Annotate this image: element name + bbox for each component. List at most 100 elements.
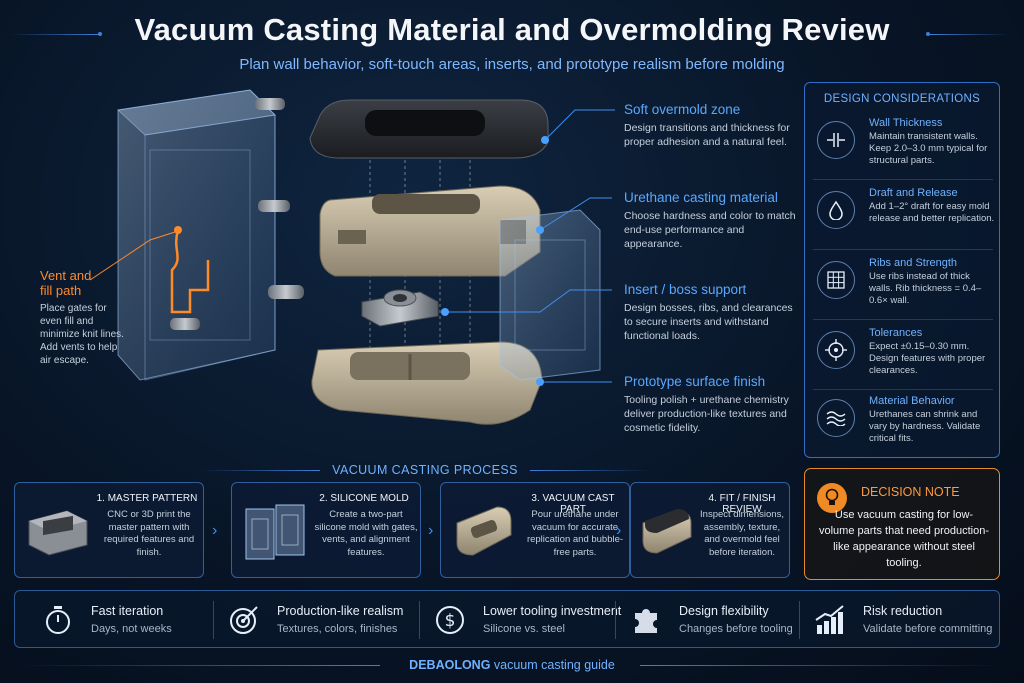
silicone-mold-image: [245, 504, 305, 560]
dc-item-tolerances: Tolerances Expect ±0.15–0.30 mm. Design …: [813, 323, 993, 389]
chart-up-icon: [815, 605, 844, 634]
callout-title: Soft overmold zone: [624, 102, 741, 117]
process-step-silicone-mold: 2. SILICONE MOLD Create a two-part silic…: [231, 482, 421, 578]
vent-fill-callout: Vent and fill path Place gates for even …: [40, 268, 130, 367]
grid-icon: [817, 261, 855, 299]
svg-text:$: $: [445, 611, 456, 631]
benefit-body: Silicone vs. steel: [483, 623, 565, 635]
header-line-left: [10, 34, 100, 35]
dc-item-title: Draft and Release: [869, 187, 958, 199]
dc-item-body: Expect ±0.15–0.30 mm. Design features wi…: [869, 341, 986, 376]
process-line-left: [200, 470, 320, 471]
header-line-right: [930, 34, 1010, 35]
process-step-fit-finish: 4. FIT / FINISH REVIEW Inspect dimension…: [630, 482, 790, 578]
crosshair-icon: [817, 331, 855, 369]
step-body: Inspect dimensions, assembly, texture, a…: [700, 509, 784, 558]
benefit-divider: [419, 601, 420, 639]
benefit-title: Risk reduction: [863, 604, 943, 618]
dc-item-wall-thickness: Wall Thickness Maintain transistent wall…: [813, 113, 993, 179]
vent-title-line2: fill path: [40, 283, 82, 298]
dc-divider: [813, 179, 993, 180]
callout-surface-finish: Prototype surface finish Tooling polish …: [624, 374, 796, 435]
lightbulb-icon: [817, 483, 847, 513]
vacuum-cast-part-image: [456, 506, 512, 556]
dc-item-ribs-strength: Ribs and Strength Use ribs instead of th…: [813, 253, 993, 319]
dc-item-material-behavior: Material Behavior Urethanes can shrink a…: [813, 391, 993, 457]
dc-item-body: Maintain transistent walls. Keep 2.0–3.0…: [869, 131, 988, 166]
header-dot-right: [926, 32, 930, 36]
step-title: 2. SILICONE MOLD: [319, 493, 409, 504]
dollar-icon: $: [436, 606, 464, 634]
callout-title: Prototype surface finish: [624, 374, 766, 389]
footer-line-left: [20, 665, 380, 666]
step-title: 1. MASTER PATTERN: [96, 493, 198, 504]
dc-divider: [813, 249, 993, 250]
master-pattern-image: [28, 510, 88, 556]
page-subtitle: Plan wall behavior, soft-touch areas, in…: [239, 56, 785, 73]
step-title: 4. FIT / FINISH REVIEW: [708, 493, 776, 515]
footer-brand: DEBAOLONG: [409, 658, 491, 672]
process-step-master-pattern: 1. MASTER PATTERN CNC or 3D print the ma…: [14, 482, 204, 578]
dc-item-title: Material Behavior: [869, 395, 955, 407]
benefit-title: Fast iteration: [91, 604, 164, 618]
callout-soft-overmold: Soft overmold zone Design transitions an…: [624, 102, 794, 149]
chevron-right-icon: ›: [616, 522, 622, 539]
header-dot-left: [98, 32, 102, 36]
chevron-right-icon: ›: [428, 522, 434, 539]
dc-item-body: Urethanes can shrink and vary by hardnes…: [869, 409, 981, 444]
dc-item-body: Use ribs instead of thick walls. Rib thi…: [869, 271, 982, 306]
step-title: 3. VACUUM CAST PART: [531, 493, 615, 515]
benefit-body: Validate before committing: [863, 623, 993, 635]
decision-body: Use vacuum casting for low-volume parts …: [819, 509, 989, 569]
step-body: CNC or 3D print the master pattern with …: [103, 509, 195, 558]
footer-credit: DEBAOLONG vacuum casting guide: [0, 658, 1024, 672]
callout-body: Tooling polish + urethane chemistry deli…: [624, 394, 789, 434]
callout-body: Design transitions and thickness for pro…: [624, 122, 790, 148]
process-step-vacuum-cast: 3. VACUUM CAST PART Pour urethane under …: [440, 482, 630, 578]
step-body: Create a two-part silicone mold with gat…: [314, 509, 418, 558]
benefit-title: Design flexibility: [679, 604, 769, 618]
dc-item-body: Add 1–2° draft for easy mold release and…: [869, 201, 995, 224]
vent-body: Place gates for even fill and minimize k…: [40, 303, 124, 366]
page-title: Vacuum Casting Material and Overmolding …: [134, 12, 890, 47]
benefit-body: Days, not weeks: [91, 623, 172, 635]
callout-insert-boss: Insert / boss support Design bosses, rib…: [624, 282, 796, 343]
vent-title-line1: Vent and: [40, 268, 92, 283]
dc-divider: [813, 319, 993, 320]
benefit-title: Production-like realism: [277, 604, 404, 618]
benefit-divider: [615, 601, 616, 639]
soft-overmold-grip: [309, 99, 549, 159]
puzzle-icon: [635, 609, 657, 633]
dc-item-title: Tolerances: [869, 327, 923, 339]
dc-divider: [813, 389, 993, 390]
dc-item-title: Ribs and Strength: [869, 257, 958, 269]
silicone-mold-right: [499, 209, 601, 381]
exploded-assembly-illustration: [89, 89, 615, 425]
process-title: VACUUM CASTING PROCESS: [332, 463, 518, 477]
dc-item-title: Wall Thickness: [869, 117, 943, 129]
design-considerations-title: DESIGN CONSIDERATIONS: [823, 93, 981, 105]
step-body: Pour urethane under vacuum for accurate …: [526, 509, 624, 558]
callout-connectors: [89, 109, 615, 383]
callout-urethane-material: Urethane casting material Choose hardnes…: [624, 190, 796, 251]
dc-item-draft-release: Draft and Release Add 1–2° draft for eas…: [813, 183, 995, 249]
drop-icon: [817, 191, 855, 229]
callout-title: Urethane casting material: [624, 190, 778, 205]
callout-body: Choose hardness and color to match end-u…: [624, 210, 796, 250]
chevron-right-icon: ›: [212, 522, 218, 539]
benefit-divider: [799, 601, 800, 639]
silicone-mold-left: [116, 89, 304, 381]
decision-note-panel: DECISION NOTE Use vacuum casting for low…: [804, 468, 1000, 580]
wall-thickness-icon: [817, 121, 855, 159]
benefit-title: Lower tooling investment: [483, 604, 622, 618]
benefit-body: Changes before tooling: [679, 623, 793, 635]
footer-text: vacuum casting guide: [490, 658, 615, 672]
callout-body: Design bosses, ribs, and clearances to s…: [624, 302, 793, 342]
benefits-bar: Fast iteration Days, not weeks Productio…: [14, 590, 1000, 648]
target-icon: [230, 606, 258, 634]
design-considerations-panel: DESIGN CONSIDERATIONS Wall Thickness Mai…: [804, 82, 1000, 458]
callout-title: Insert / boss support: [624, 282, 747, 297]
benefit-divider: [213, 601, 214, 639]
decision-title: DECISION NOTE: [861, 485, 960, 499]
benefit-body: Textures, colors, finishes: [277, 623, 398, 635]
